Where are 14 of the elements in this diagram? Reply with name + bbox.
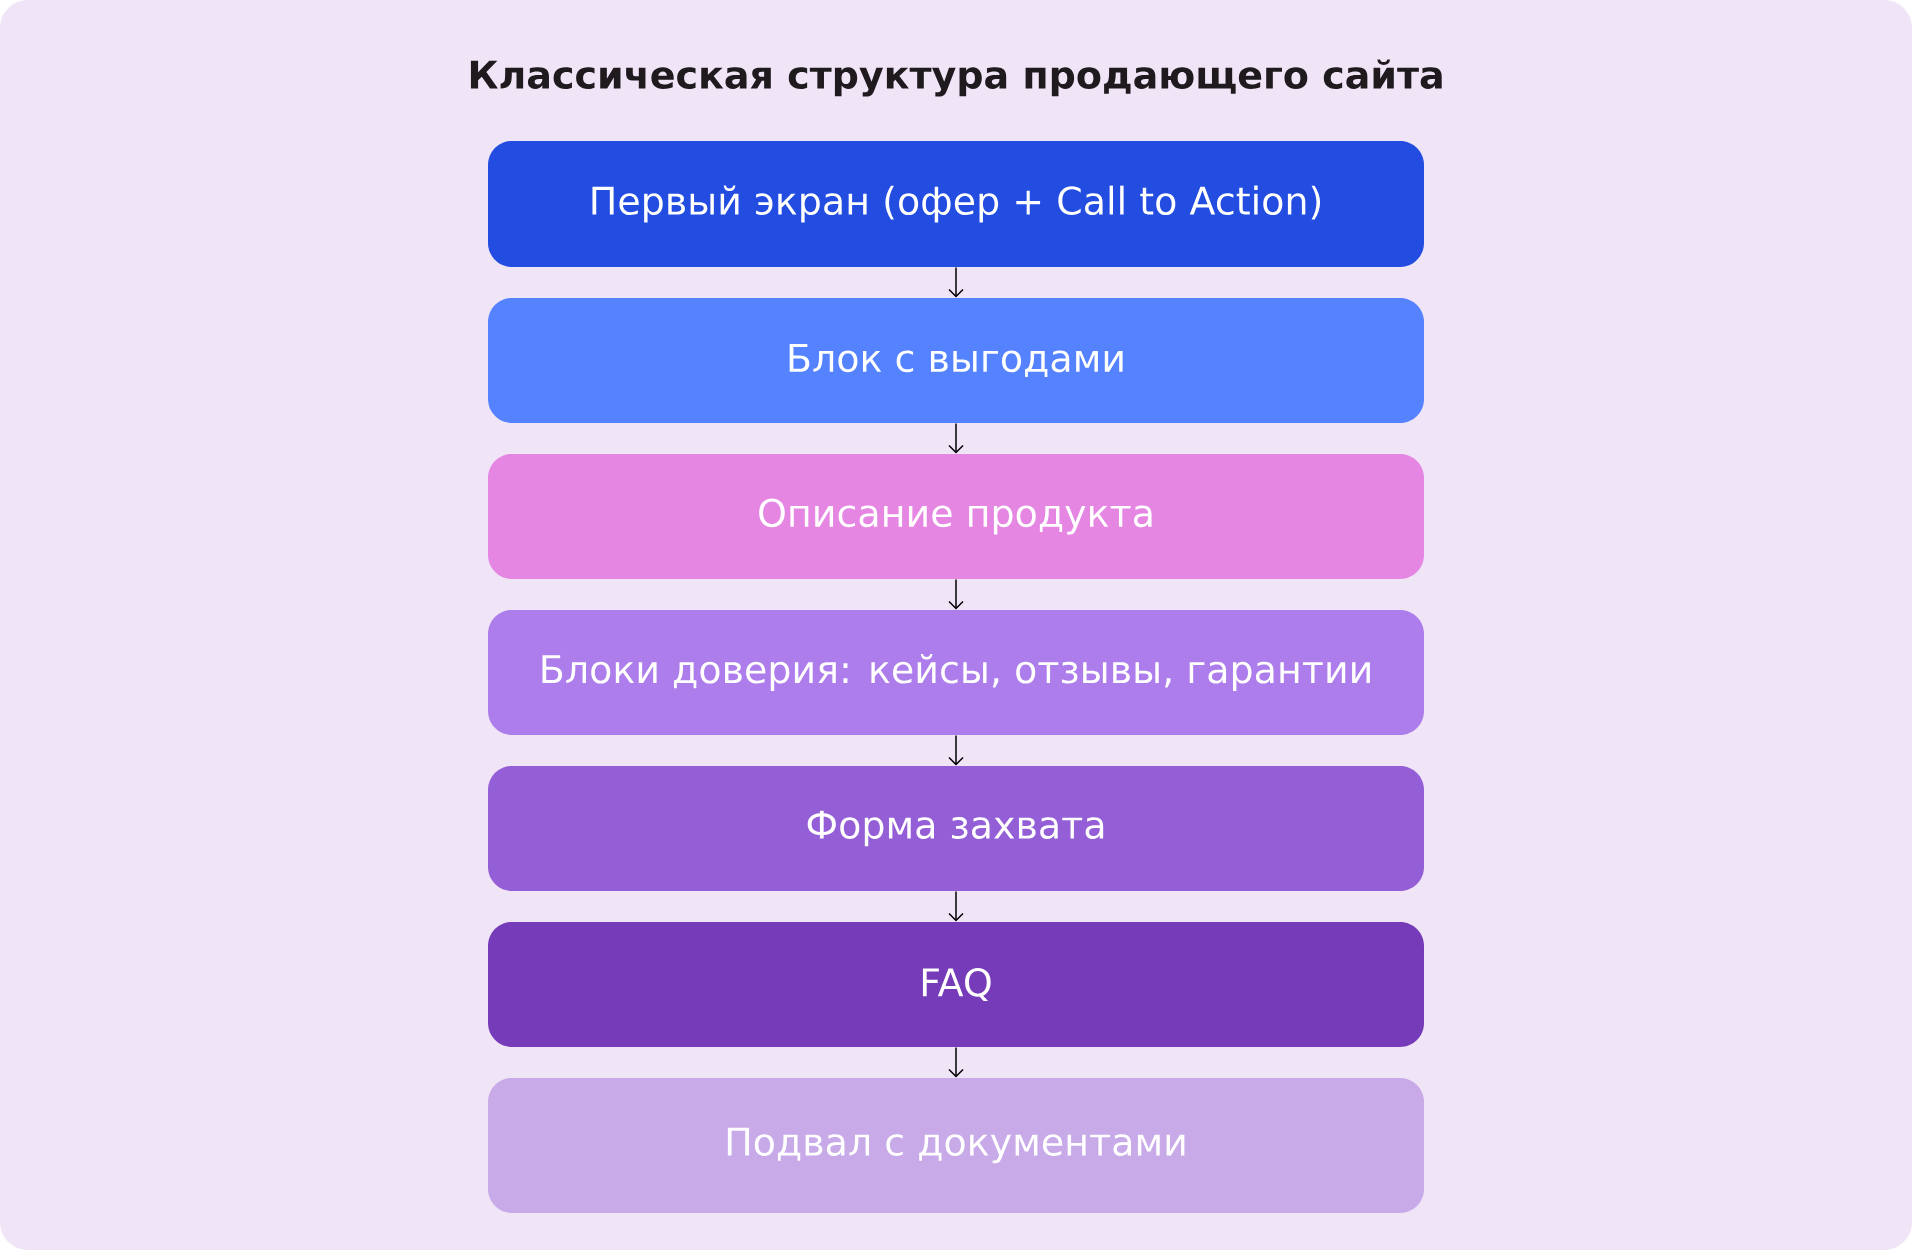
section-box: Форма захвата	[488, 766, 1424, 891]
arrow	[948, 890, 964, 922]
arrow	[948, 266, 964, 298]
arrow	[948, 734, 964, 766]
arrow	[948, 578, 964, 610]
section-box: Блок с выгодами	[488, 298, 1424, 423]
arrow	[948, 1046, 964, 1078]
section-box: Блоки доверия: кейсы, отзывы, гарантии	[488, 610, 1424, 735]
section-box: FAQ	[488, 922, 1424, 1047]
title: Классическая структура продающего сайта	[470, 59, 1442, 97]
section-box: Первый экран (офер + Call to Action)	[488, 141, 1424, 267]
arrow	[948, 422, 964, 454]
section-box: Подвал с документами	[488, 1078, 1424, 1213]
section-box: Описание продукта	[488, 454, 1424, 579]
